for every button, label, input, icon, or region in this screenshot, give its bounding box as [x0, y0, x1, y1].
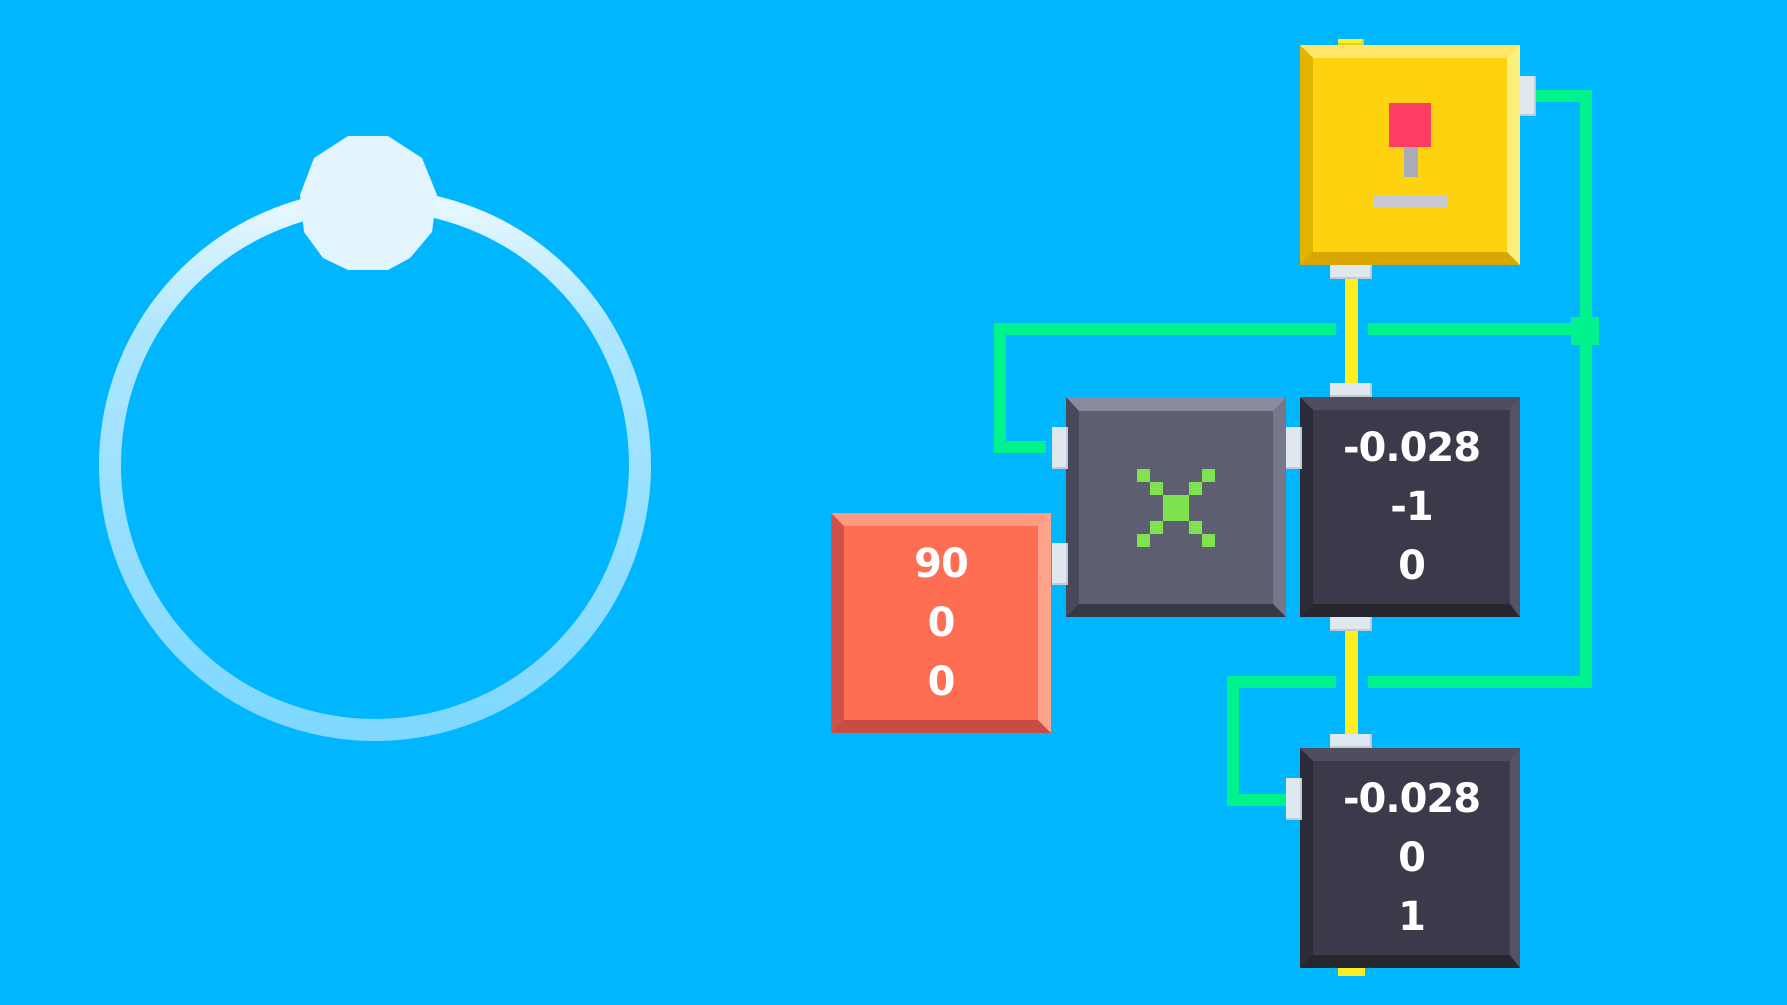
- wire-green-left-vertical: [994, 323, 1006, 453]
- toggle-switch-icon: [1373, 103, 1447, 207]
- wire-green-top-stub: [1532, 90, 1592, 102]
- vector-top-value-x: -0.028: [1342, 424, 1481, 471]
- vector-bottom-value-y: 0: [1398, 834, 1426, 881]
- multiply-x-icon: [1137, 468, 1215, 547]
- vector-top-value-y: -1: [1390, 483, 1433, 530]
- trigger-block[interactable]: [1300, 45, 1520, 265]
- wire-yellow-middle: [1345, 627, 1358, 743]
- multiply-input-port-bottom[interactable]: [1052, 543, 1068, 585]
- wire-green-bottom-horizontal-left: [1227, 676, 1338, 688]
- vector-bottom-input-port-left[interactable]: [1286, 778, 1302, 820]
- orange-value-y: 0: [927, 599, 956, 646]
- wire-green-top-horizontal-right: [1368, 323, 1592, 335]
- orange-value-z: 0: [927, 658, 956, 705]
- toggle-stem: [1404, 147, 1418, 177]
- wire-green-bottom-stub: [1227, 794, 1287, 806]
- trigger-output-port-bottom[interactable]: [1330, 265, 1372, 279]
- orange-value-x: 90: [914, 540, 969, 587]
- vector-block-top[interactable]: -0.028 -1 0: [1300, 397, 1520, 617]
- wire-green-junction: [1571, 317, 1599, 345]
- toggle-base-shadow: [1373, 195, 1447, 207]
- ring-track[interactable]: [99, 189, 651, 741]
- wire-green-top-horizontal: [994, 323, 1338, 335]
- wire-yellow-top: [1345, 278, 1358, 388]
- ring-handle[interactable]: [300, 136, 437, 270]
- vector-top-input-port-left[interactable]: [1286, 427, 1302, 469]
- vector-block-bottom[interactable]: -0.028 0 1: [1300, 748, 1520, 968]
- vector-top-input-port-top[interactable]: [1330, 383, 1372, 397]
- trigger-input-port-top[interactable]: [1338, 39, 1364, 45]
- wire-green-left-stub: [994, 441, 1046, 453]
- vector-top-output-port-bottom[interactable]: [1330, 617, 1372, 631]
- wire-green-bottom-vertical: [1227, 676, 1239, 806]
- wire-green-right-vertical: [1580, 90, 1592, 688]
- orange-vector-block[interactable]: 90 0 0: [831, 513, 1051, 733]
- vector-bottom-input-port-top[interactable]: [1330, 734, 1372, 748]
- toggle-knob: [1389, 103, 1431, 147]
- trigger-output-port-right[interactable]: [1520, 76, 1536, 116]
- multiply-block[interactable]: [1066, 397, 1286, 617]
- multiply-input-port-top[interactable]: [1052, 427, 1068, 469]
- vector-top-value-z: 0: [1398, 542, 1426, 589]
- wire-yellow-bottom: [1338, 966, 1365, 976]
- vector-bottom-value-x: -0.028: [1342, 775, 1481, 822]
- vector-bottom-value-z: 1: [1398, 893, 1426, 940]
